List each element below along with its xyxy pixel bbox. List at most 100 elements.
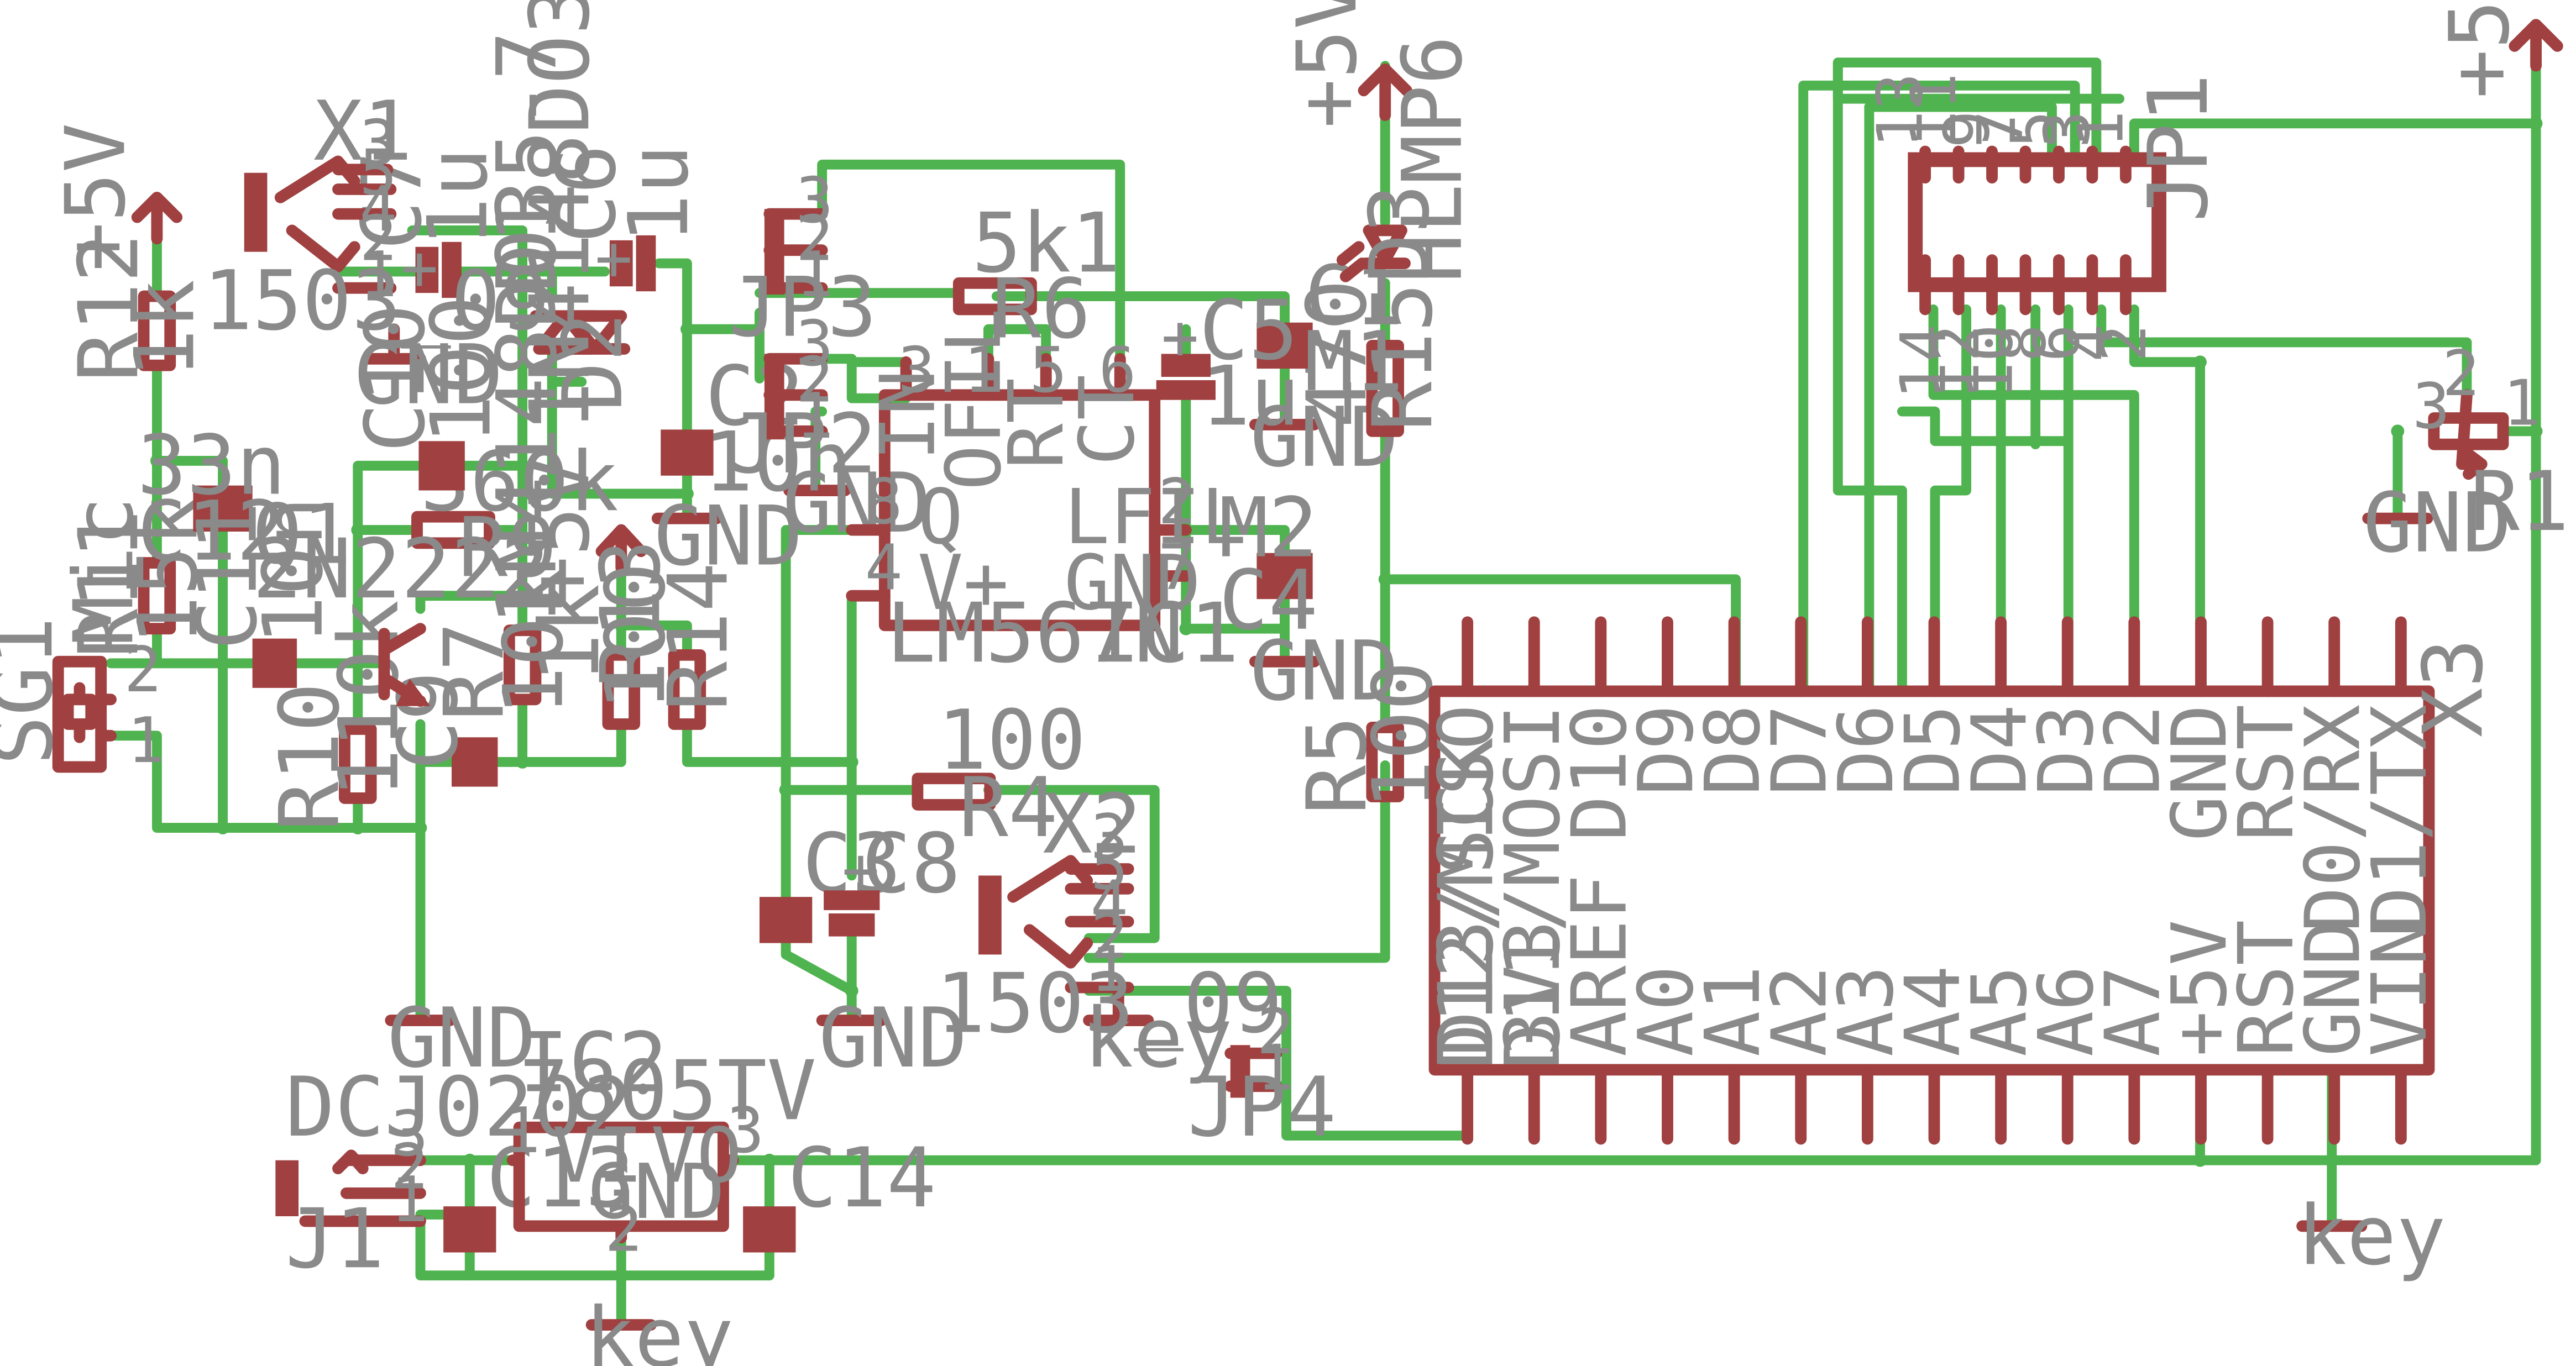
c7-value: 1u (411, 148, 506, 246)
ic1-pin-ct: CT (1064, 375, 1151, 466)
jack-j1-contacts (299, 1149, 426, 1227)
resistor-r10 (339, 723, 377, 804)
d1-value: 1N4148DO35-7 (512, 0, 608, 431)
jp1-bottom-pin-number: 4 (2054, 324, 2127, 362)
jp3-pin1: 1 (795, 238, 833, 311)
jp3-ref: JP3 (728, 260, 877, 356)
capacitor-c5-plate (1156, 380, 1216, 400)
microphone-sg1: 2 1 SG1 Mic (0, 497, 165, 777)
ic1-pinnum-4: 4 (865, 531, 903, 604)
c6-value: 1u (611, 144, 707, 243)
x3-top-pin-label: RST (2223, 705, 2311, 841)
ic2-value: 7805TV (519, 1043, 816, 1139)
r13-value: 1k (522, 584, 618, 683)
ic1-pinnum-2: 2 (1158, 465, 1196, 538)
x3-top-pin-label: D1/TX (2356, 705, 2444, 932)
wire (781, 525, 1160, 1026)
ic1-pinnum-3: 3 (898, 334, 935, 407)
gnd-label: GND (819, 991, 967, 1086)
resistor-r15 (1366, 340, 1404, 437)
r1-pin1: 1 (2503, 366, 2541, 439)
jack-x1-body (244, 172, 268, 252)
wire (1115, 291, 1290, 430)
jp2-ref: JP2 (728, 397, 877, 492)
diode-d2 (559, 310, 631, 355)
x2-pin5: 5 (1091, 831, 1128, 903)
x3-top-pin-label: D12/MISO (1422, 705, 1510, 1069)
jp3-pin3: 3 (795, 164, 833, 237)
x2-pin3: 3 (1091, 801, 1128, 874)
x3-bottom-pin-label: A4 (1889, 965, 1977, 1057)
j1-pin2: 2 (391, 1130, 428, 1203)
vcc-label: +5V (48, 123, 144, 271)
c6-plus: + (595, 222, 632, 295)
vcc-arrow-icon (1358, 63, 1412, 121)
capacitor-c11 (252, 638, 297, 688)
wiper-arrow-icon (2456, 389, 2488, 480)
vcc-arrow-icon (131, 191, 183, 245)
wire (682, 307, 765, 383)
x2-pin4: 4 (1091, 867, 1128, 940)
q1-ref: Q1 (253, 487, 352, 583)
r1-pin3: 3 (2412, 370, 2450, 443)
resistor-r9 (411, 511, 495, 549)
c11-value: 10n (246, 497, 342, 645)
capacitor-c9 (452, 737, 498, 787)
jp1-bottom-pin-number: 2 (2087, 324, 2160, 362)
ic1-ref: IC1 (1091, 586, 1239, 681)
x3-bottom-pin-label: A7 (2090, 965, 2177, 1057)
mic-element-icon (62, 682, 97, 743)
gnd-label: GND (2363, 476, 2512, 571)
vcc-label: +5V (1280, 0, 1375, 128)
capacitor-c1 (1256, 322, 1313, 369)
jack-x2-contacts (1007, 855, 1134, 994)
junction-dot (1378, 572, 1392, 586)
jp1-bottom-pin-number: 8 (1987, 324, 2060, 362)
ic2-ref: IC2 (519, 1016, 668, 1111)
x3-bottom-pin-label: A3 (1823, 965, 1910, 1057)
wire (2129, 304, 2205, 696)
r15-ref: R15 (1355, 282, 1451, 431)
ic2-vo: VO (651, 1112, 742, 1200)
jp2-pin3: 3 (795, 307, 833, 380)
sg1-pin2: 2 (124, 633, 161, 706)
jack-j1: DCJ0202 3 2 1 J1 (275, 1060, 632, 1287)
x3-top-pin-label: D8 (1689, 705, 1777, 796)
x1-ref: X1 (313, 84, 412, 180)
x3-pin-row: D12/MISOD11/MOSID10D9D8D7D6D5D4D3D2GNDRS… (1422, 616, 2444, 1145)
x2-value: 1503_09 (936, 956, 1283, 1052)
ic1-pinnum-7: 7 (1158, 531, 1196, 604)
x2-pin1: 1 (1091, 933, 1128, 1006)
junction-dot (351, 656, 365, 670)
jumper-jp3-body (764, 209, 784, 295)
r13-ref: R13 (583, 539, 679, 688)
r14-ref: R14 (651, 563, 746, 711)
x3-bottom-pin-label: AREF (1556, 874, 1644, 1057)
wire (2129, 61, 2541, 1165)
semiconductors: D1 1N4148DO35-7 1N4148DO35-7 D2 Q1 2N222… (253, 0, 1481, 707)
junction-dot (845, 755, 858, 769)
jack-x1-contacts (274, 155, 397, 294)
resistor-r14 (668, 649, 706, 730)
jp4-pin2: 2 (1256, 995, 1294, 1068)
x3-bottom-pin-label: GND (2289, 920, 2377, 1057)
x3-bottom-pin-label: D13/SCK (1422, 738, 1510, 1057)
r4-ref: R4 (959, 760, 1057, 856)
wire (1798, 80, 1875, 696)
c5-ref: C5 (1199, 283, 1298, 379)
c8-ref: C8 (862, 816, 961, 912)
junction-dot (150, 454, 164, 467)
j1-pin1: 1 (391, 1163, 428, 1236)
key-label: key (2297, 1188, 2446, 1284)
d2-ref: D2 (546, 312, 641, 411)
sg1-ref: SG1 (0, 617, 71, 765)
ic2-pins (506, 1154, 739, 1244)
jp1-top-pin-number: 9 (1931, 111, 2004, 148)
gnd-icon (362, 323, 426, 365)
junction-dot (614, 1269, 628, 1283)
ic1-body (878, 389, 1161, 632)
j1-value: DCJ0202 (285, 1060, 632, 1155)
ic2-pin1: 1 (502, 1094, 540, 1167)
ic2-7805: VI VO GND 1 3 2 IC2 7805TV (502, 1016, 816, 1266)
